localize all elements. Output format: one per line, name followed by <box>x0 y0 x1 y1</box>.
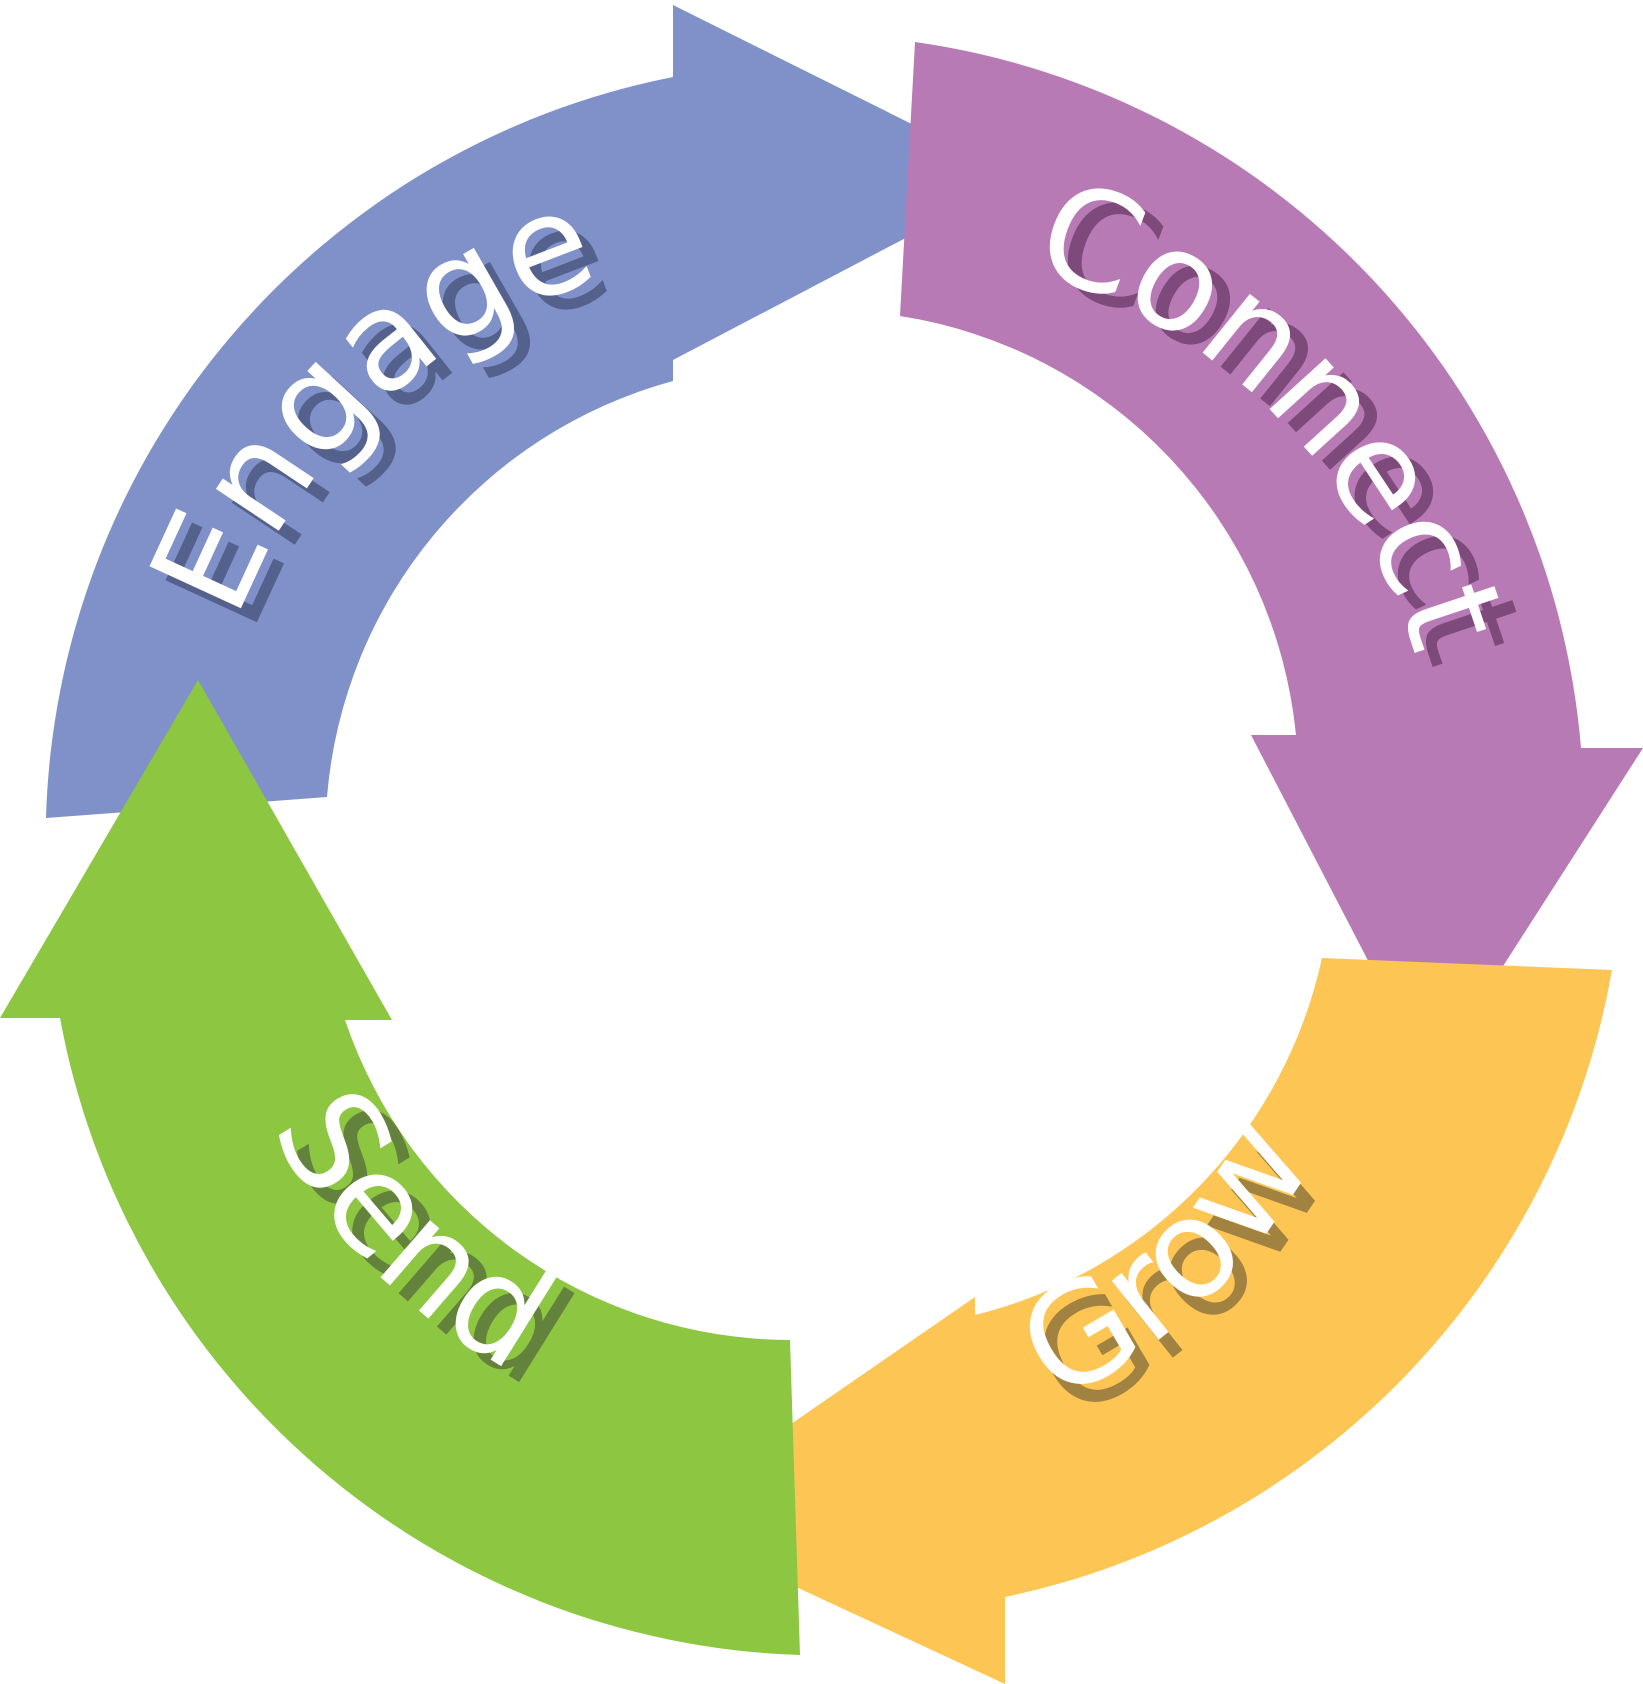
step-send <box>0 680 800 1655</box>
step-connect <box>900 42 1643 1080</box>
connect-arrow <box>900 42 1643 1080</box>
step-engage <box>46 5 1020 818</box>
step-grow <box>652 958 1612 1684</box>
send-arrow <box>0 680 800 1655</box>
engage-arrow <box>46 5 1020 818</box>
grow-arrow <box>652 958 1612 1684</box>
